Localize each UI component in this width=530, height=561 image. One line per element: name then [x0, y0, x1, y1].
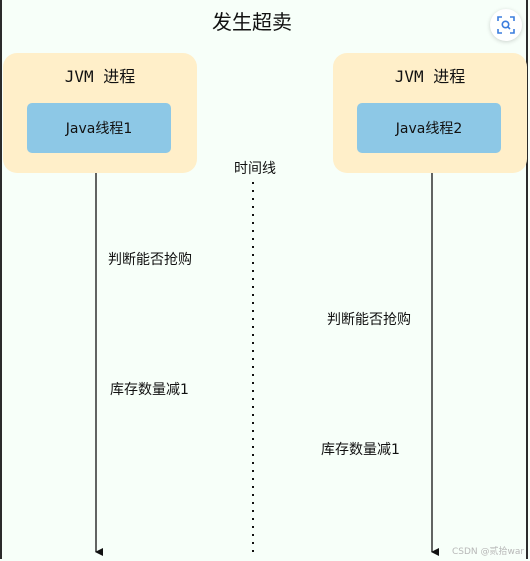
step-check-purchase-1: 判断能否抢购: [108, 252, 192, 268]
scan-lens-icon[interactable]: [490, 9, 522, 41]
jvm-process-1: JVM 进程 Java线程1: [3, 53, 197, 173]
watermark: CSDN @贰拾war: [452, 547, 525, 557]
step-decrement-stock-1: 库存数量减1: [110, 382, 189, 398]
step-decrement-stock-2: 库存数量减1: [321, 442, 400, 458]
process-label: JVM 进程: [64, 67, 136, 86]
java-thread-1: Java线程1: [27, 103, 171, 153]
diagram-title: 发生超卖: [212, 10, 292, 34]
process-label: JVM 进程: [394, 67, 466, 86]
step-check-purchase-2: 判断能否抢购: [327, 312, 411, 328]
timeline-label: 时间线: [234, 161, 276, 177]
jvm-process-2: JVM 进程 Java线程2: [333, 53, 527, 173]
java-thread-2: Java线程2: [357, 103, 501, 153]
